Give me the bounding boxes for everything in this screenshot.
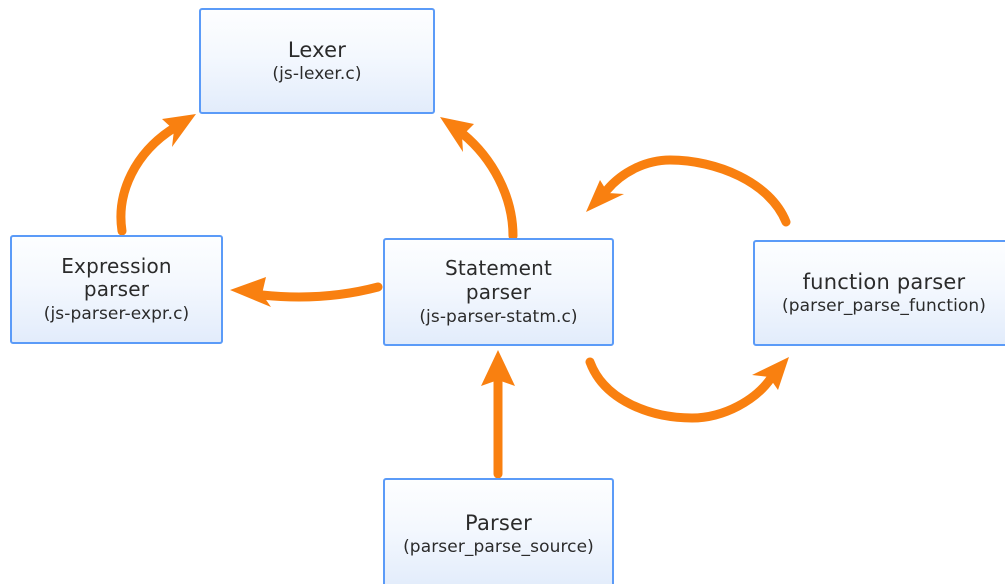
node-lexer[interactable]: Lexer (js-lexer.c) — [199, 8, 435, 114]
edge-expr-to-lexer-head — [162, 114, 196, 147]
edge-statement-parser-to-expression-parser — [230, 277, 383, 307]
edge-statement-to-lexer-line — [458, 129, 518, 241]
edge-statement-to-function-head — [752, 357, 789, 390]
edge-function-to-statement-head — [586, 180, 624, 212]
node-statement-parser-title-line2: parser — [465, 279, 532, 304]
edge-function-to-statement-line — [602, 155, 791, 227]
node-parser-title: Parser — [465, 510, 532, 535]
edge-statement-to-function-line — [585, 357, 776, 423]
node-statement-parser-subtitle: (js-parser-statm.c) — [419, 306, 578, 327]
edge-statement-to-lexer-head — [440, 117, 474, 152]
node-function-parser-title: function parser — [802, 269, 966, 294]
edge-parser-to-statement-head — [481, 350, 515, 386]
edge-expression-parser-to-lexer — [116, 114, 196, 236]
node-statement-parser-title-line1: Statement — [444, 256, 553, 281]
edge-expr-to-lexer-line — [116, 123, 179, 236]
node-expression-parser-title-line1: Expression — [61, 253, 172, 278]
node-function-parser[interactable]: function parser (parser_parse_function) — [753, 240, 1005, 346]
edge-function-parser-to-statement-parser — [586, 155, 791, 227]
edge-statement-parser-to-function-parser — [585, 357, 789, 423]
node-parser[interactable]: Parser (parser_parse_source) — [383, 478, 614, 584]
node-expression-parser-subtitle: (js-parser-expr.c) — [43, 304, 190, 325]
node-lexer-subtitle: (js-lexer.c) — [272, 64, 362, 85]
node-lexer-title: Lexer — [287, 37, 347, 62]
node-function-parser-subtitle: (parser_parse_function) — [781, 296, 987, 317]
edge-statement-to-expr-head — [230, 277, 271, 307]
edge-statement-parser-to-lexer — [440, 117, 518, 241]
node-expression-parser-title-line2: parser — [83, 277, 150, 302]
node-parser-subtitle: (parser_parse_source) — [403, 537, 594, 558]
edge-statement-to-expr-line — [257, 282, 383, 302]
edge-parser-to-statement-parser — [481, 350, 515, 479]
